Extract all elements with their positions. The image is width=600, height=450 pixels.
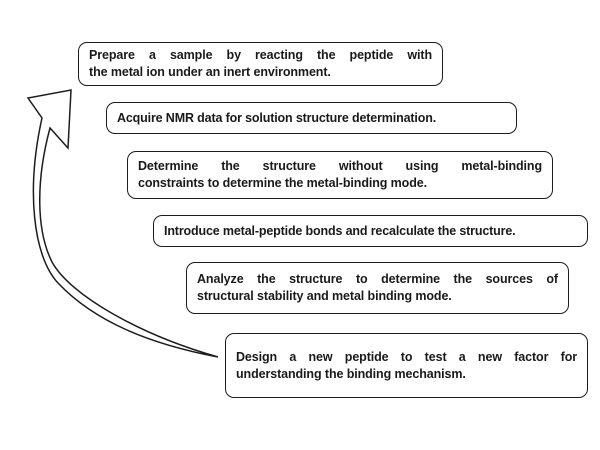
- step-1-line-2: the metal ion under an inert environment…: [89, 65, 331, 79]
- step-box-6: Design a new peptide to test a new facto…: [225, 333, 588, 398]
- step-box-5: Analyze the structure to determine the s…: [186, 262, 569, 314]
- step-3-line-1: Determine the structure without using me…: [138, 159, 542, 173]
- step-box-1: Prepare a sample by reacting the peptide…: [78, 42, 443, 86]
- step-box-2: Acquire NMR data for solution structure …: [106, 102, 517, 134]
- step-box-4: Introduce metal-peptide bonds and recalc…: [153, 215, 588, 247]
- step-box-3: Determine the structure without using me…: [127, 151, 553, 199]
- step-5-line-1: Analyze the structure to determine the s…: [197, 272, 558, 286]
- step-5-line-2: structural stability and metal binding m…: [197, 289, 452, 303]
- step-1-line-1: Prepare a sample by reacting the peptide…: [89, 48, 432, 62]
- step-6-line-1: Design a new peptide to test a new facto…: [236, 349, 577, 364]
- step-2-line-1: Acquire NMR data for solution structure …: [117, 110, 437, 125]
- step-4-line-1: Introduce metal-peptide bonds and recalc…: [164, 223, 516, 238]
- step-3-line-2: constraints to determine the metal-bindi…: [138, 176, 427, 190]
- step-6-line-2: understanding the binding mechanism.: [236, 366, 466, 381]
